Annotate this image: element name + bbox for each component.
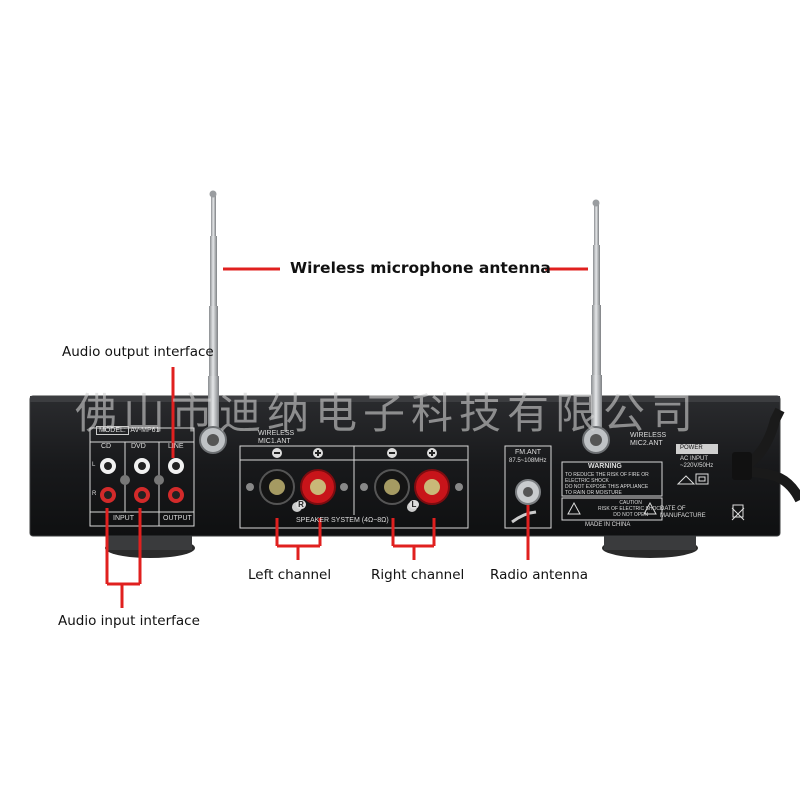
made-in-label: MADE IN CHINA <box>585 522 631 528</box>
callout-audio-input: Audio input interface <box>58 613 200 629</box>
fm-range-label: 87.5~108MHz <box>509 458 547 464</box>
power-label: POWER <box>680 445 703 451</box>
r-label-left: R <box>92 491 97 497</box>
r-channel-badge: R <box>296 500 306 509</box>
dvd-label: DVD <box>131 443 146 450</box>
rca-jacks <box>100 458 184 503</box>
callout-left-channel: Left channel <box>248 567 332 583</box>
input-label: INPUT <box>113 515 134 522</box>
callout-right-channel: Right channel <box>371 567 465 583</box>
rca-block <box>89 427 195 527</box>
callout-radio-antenna: Radio antenna <box>490 567 589 583</box>
antenna-right <box>582 199 610 454</box>
warning-block <box>561 461 663 521</box>
fm-ant-label: FM.ANT <box>515 449 542 456</box>
warning-title: WARNING <box>588 463 622 470</box>
l-channel-badge: L <box>409 500 419 509</box>
power-block <box>676 444 745 521</box>
cd-label: CD <box>101 443 112 450</box>
model-label: MODEL: AV-MP61 <box>96 426 159 435</box>
callout-lines <box>105 267 588 608</box>
ac-input-label: AC INPUT~220V/50Hz <box>680 456 714 469</box>
antenna-left <box>199 190 227 454</box>
output-label: OUTPUT <box>163 515 192 522</box>
l-label-left: L <box>92 462 96 468</box>
speaker-system-label: SPEAKER SYSTEM (4Ω~8Ω) <box>296 517 389 524</box>
callout-antenna: Wireless microphone antenna <box>290 259 551 277</box>
line-label: LINE <box>168 443 184 450</box>
callout-audio-output: Audio output interface <box>62 344 214 360</box>
